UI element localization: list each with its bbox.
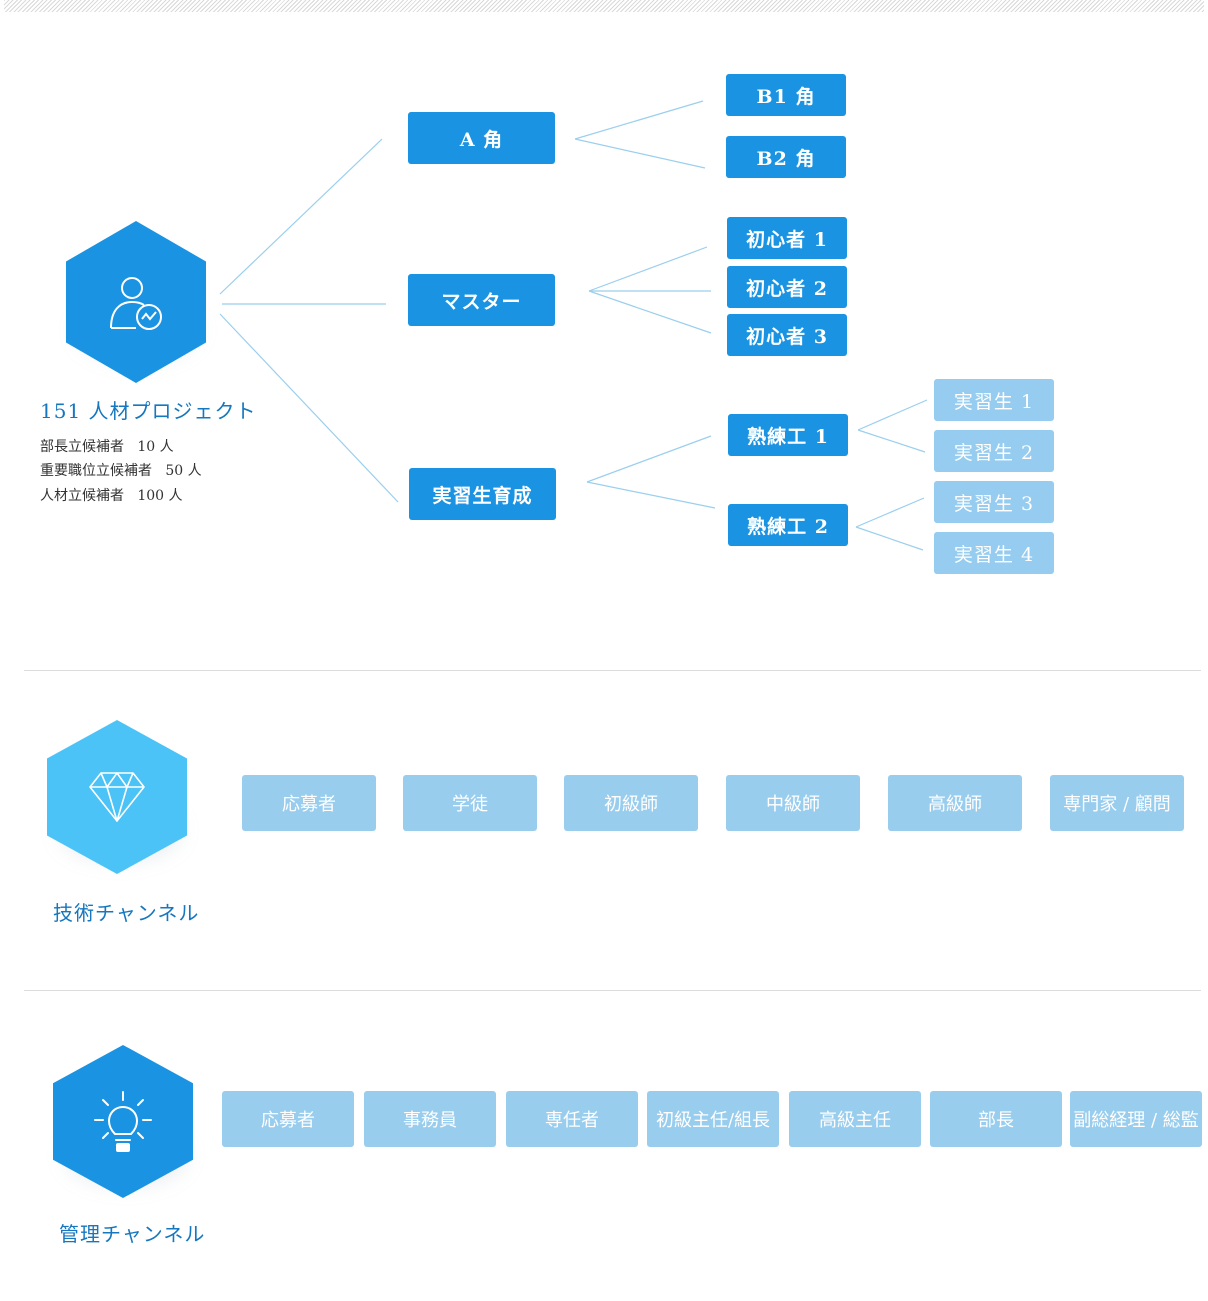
mgmt-step: 初級主任/組長 [647, 1091, 779, 1147]
node-trainee-3: 実習生 3 [934, 481, 1054, 523]
tech-steps-row: 応募者 学徒 初級師 中級師 高級師 専門家 / 顧問 [0, 775, 1208, 831]
stat-label: 部長立候補者 [40, 439, 124, 455]
node-skilled-2: 熟練工 2 [728, 504, 848, 546]
section-divider [24, 670, 1201, 671]
tree-connector-lines [219, 100, 928, 551]
stat-label: 重要職位立候補者 [40, 463, 152, 479]
mgmt-step: 部長 [930, 1091, 1062, 1147]
tech-step: 中級師 [726, 775, 860, 831]
node-master: マスター [408, 274, 555, 326]
tech-step: 高級師 [888, 775, 1022, 831]
stat-value: 50 人 [165, 463, 202, 479]
node-b2-role: B2 角 [726, 136, 846, 178]
node-trainee-training: 実習生育成 [409, 468, 556, 520]
diamond-icon [89, 772, 145, 822]
mgmt-step: 事務員 [364, 1091, 496, 1147]
node-beginner-2: 初心者 2 [727, 266, 847, 308]
project-title: 151 人材プロジェクト [40, 399, 257, 423]
node-skilled-1: 熟練工 1 [728, 414, 848, 456]
tech-step: 専門家 / 顧問 [1050, 775, 1184, 831]
section-divider [24, 990, 1201, 991]
node-trainee-1: 実習生 1 [934, 379, 1054, 421]
mgmt-step: 応募者 [222, 1091, 354, 1147]
node-a-role: A 角 [408, 112, 555, 164]
node-trainee-4: 実習生 4 [934, 532, 1054, 574]
tech-step: 応募者 [242, 775, 376, 831]
mgmt-steps-row: 応募者 事務員 専任者 初級主任/組長 高級主任 部長 副総経理 / 総監 [0, 1091, 1208, 1147]
node-trainee-2: 実習生 2 [934, 430, 1054, 472]
stat-value: 100 人 [137, 488, 183, 504]
stat-line: 部長立候補者 10 人 [40, 436, 174, 456]
user-chart-icon [110, 277, 162, 330]
mgmt-step: 高級主任 [789, 1091, 921, 1147]
stat-label: 人材立候補者 [40, 488, 124, 504]
tech-hexagon [47, 720, 187, 874]
stat-value: 10 人 [137, 439, 174, 455]
lightbulb-icon [94, 1090, 152, 1152]
stat-line: 人材立候補者 100 人 [40, 485, 183, 505]
mgmt-channel-title: 管理チャンネル [59, 1222, 206, 1246]
tech-step: 初級師 [564, 775, 698, 831]
node-beginner-1: 初心者 1 [727, 217, 847, 259]
top-pattern-bar [4, 0, 1204, 12]
node-beginner-3: 初心者 3 [727, 314, 847, 356]
tech-step: 学徒 [403, 775, 537, 831]
node-b1-role: B1 角 [726, 74, 846, 116]
stat-line: 重要職位立候補者 50 人 [40, 460, 202, 480]
mgmt-step: 副総経理 / 総監 [1070, 1091, 1202, 1147]
mgmt-step: 専任者 [506, 1091, 638, 1147]
tech-channel-title: 技術チャンネル [53, 901, 200, 925]
